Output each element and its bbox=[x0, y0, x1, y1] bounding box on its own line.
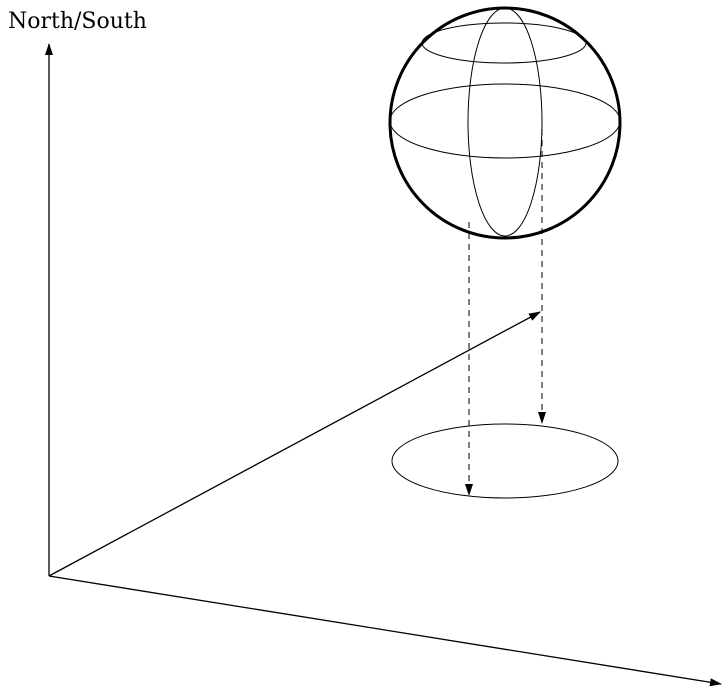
diagonal-axis bbox=[49, 312, 540, 576]
projected-ellipse bbox=[392, 424, 618, 498]
sphere bbox=[390, 8, 620, 238]
sphere-latitude-circle bbox=[422, 23, 586, 63]
sphere-equator bbox=[390, 84, 620, 158]
north-south-axis-label: North/South bbox=[8, 9, 147, 34]
sphere-meridian bbox=[468, 8, 542, 236]
horizontal-axis bbox=[49, 576, 721, 684]
